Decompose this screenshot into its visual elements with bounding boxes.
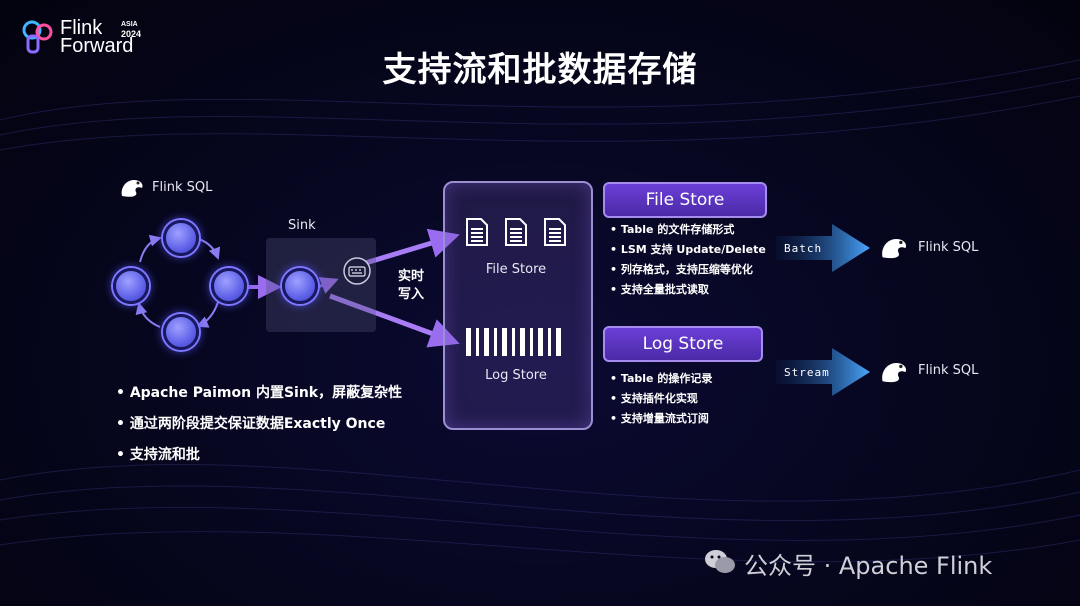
list-item: 支持插件化实现 bbox=[610, 389, 712, 409]
list-item: 支持增量流式订阅 bbox=[610, 409, 712, 429]
list-item: LSM 支持 Update/Delete bbox=[610, 240, 766, 260]
list-item: 支持流和批 bbox=[116, 440, 402, 471]
log-store-bullets: Table 的操作记录 支持插件化实现 支持增量流式订阅 bbox=[610, 369, 712, 429]
operator-node-left bbox=[113, 268, 149, 304]
list-item: Table 的操作记录 bbox=[610, 369, 712, 389]
keyboard-icon bbox=[343, 257, 371, 285]
operator-node-bottom bbox=[163, 314, 199, 350]
list-item: Table 的文件存储形式 bbox=[610, 220, 766, 240]
list-item: 列存格式，支持压缩等优化 bbox=[610, 260, 766, 280]
logo-line1: Flink bbox=[60, 17, 103, 39]
file-store-bullets: Table 的文件存储形式 LSM 支持 Update/Delete 列存格式，… bbox=[610, 220, 766, 300]
flink-squirrel-icon bbox=[121, 180, 143, 197]
log-barcode-icon bbox=[466, 328, 561, 356]
log-store-label: Log Store bbox=[485, 368, 547, 383]
list-item: 通过两阶段提交保证数据Exactly Once bbox=[116, 409, 402, 440]
page-title: 支持流和批数据存储 bbox=[382, 50, 698, 90]
list-item: 支持全量批式读取 bbox=[610, 280, 766, 300]
realtime-write-label: 实时 写入 bbox=[398, 268, 424, 304]
file-store-label: File Store bbox=[485, 262, 547, 277]
stream-arrow-label: Stream bbox=[784, 366, 830, 379]
logo-year: 2024 bbox=[121, 29, 142, 39]
watermark-text: 公众号 · Apache Flink bbox=[744, 552, 993, 580]
source-label: Flink SQL bbox=[152, 180, 213, 195]
log-store-title: Log Store bbox=[603, 326, 763, 362]
operator-node-right bbox=[211, 268, 247, 304]
flink-forward-logo-icon bbox=[22, 20, 53, 54]
logo-asia: ASIA bbox=[121, 21, 138, 28]
file-store-title: File Store bbox=[603, 182, 767, 218]
left-bullet-list: Apache Paimon 内置Sink，屏蔽复杂性 通过两阶段提交保证数据Ex… bbox=[116, 378, 402, 471]
file-document-icon bbox=[544, 218, 566, 246]
file-document-icon bbox=[505, 218, 527, 246]
batch-arrow-label: Batch bbox=[784, 242, 823, 255]
operator-node-top bbox=[163, 220, 199, 256]
list-item: Apache Paimon 内置Sink，屏蔽复杂性 bbox=[116, 378, 402, 409]
write-label-line1: 实时 bbox=[398, 269, 425, 284]
stream-target-label: Flink SQL bbox=[918, 363, 979, 378]
flink-squirrel-icon bbox=[882, 239, 907, 259]
sink-label: Sink bbox=[288, 218, 316, 233]
batch-target-label: Flink SQL bbox=[918, 240, 979, 255]
file-document-icon bbox=[466, 218, 488, 246]
logo-line2: Forward bbox=[60, 35, 134, 57]
sink-node bbox=[282, 268, 318, 304]
wechat-icon bbox=[705, 550, 735, 573]
write-label-line2: 写入 bbox=[398, 287, 425, 302]
flink-squirrel-icon bbox=[882, 363, 907, 383]
